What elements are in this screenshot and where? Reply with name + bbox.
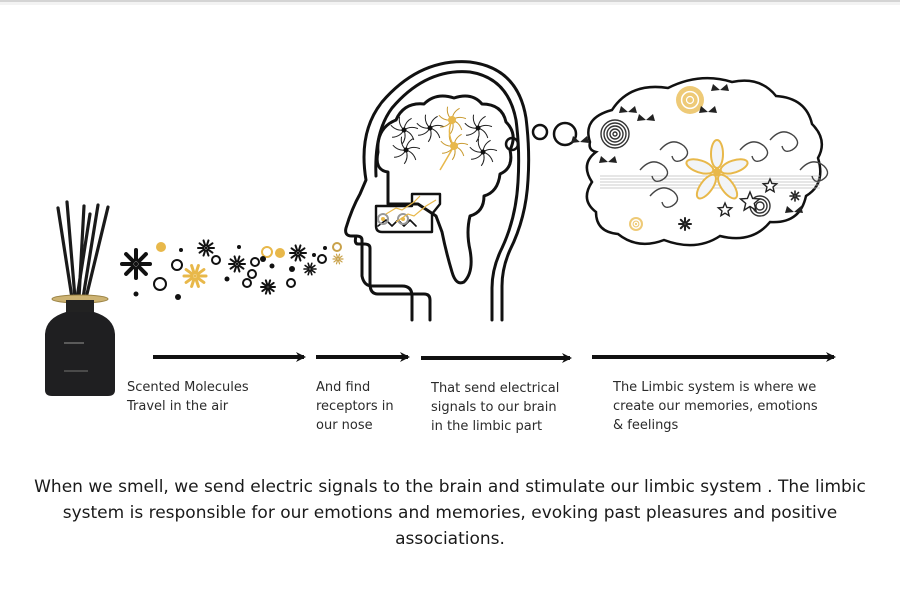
ring-particle: [332, 242, 342, 252]
butterfly: [785, 206, 803, 213]
neuron: [438, 106, 467, 135]
head-outline: [344, 60, 531, 322]
butterfly: [599, 156, 617, 163]
sparkle-particle: [260, 279, 276, 295]
reed-sticks: [56, 200, 110, 300]
swirl: [769, 131, 799, 153]
ring-particle: [317, 254, 327, 264]
spiral-circle: [755, 201, 765, 211]
dot-particle: [175, 294, 181, 300]
nasal-passage: [374, 192, 442, 234]
spiral-circle: [606, 125, 624, 143]
neuron: [392, 136, 421, 165]
gold-spiral: [676, 86, 704, 114]
dot-particle: [156, 242, 166, 252]
step-4-caption: The Limbic system is where we create our…: [613, 380, 818, 433]
olfactory-receptors: [377, 213, 409, 225]
ring-particle: [211, 255, 221, 265]
reed-diffuser-icon: [45, 200, 115, 396]
sparkle-particle: [228, 255, 246, 273]
neuron: [464, 114, 493, 143]
sparkle-particle: [678, 217, 692, 231]
ring-particle: [242, 278, 252, 288]
sparkle-particle: [303, 262, 317, 276]
star-shape: [716, 201, 734, 218]
butterfly: [637, 114, 655, 121]
neuron: [416, 114, 445, 143]
neuron-network: [390, 106, 498, 171]
step-2-caption: And find receptors in our nose: [316, 380, 394, 433]
top-border: [0, 0, 900, 2]
spiral-circle: [609, 128, 621, 140]
ring-particle: [261, 246, 273, 258]
dot-particle: [260, 256, 266, 262]
memory-illustrations: [571, 84, 829, 231]
butterfly: [571, 136, 589, 143]
thought-bubble-small: [531, 123, 549, 141]
sparkle-particle: [332, 253, 344, 265]
brain-outline: [375, 94, 515, 285]
dot-particle: [275, 248, 285, 258]
star-shape: [738, 190, 762, 212]
ring-particle: [247, 269, 257, 279]
process-arrows: [153, 352, 836, 363]
ring-particle: [171, 259, 183, 271]
step-3-caption: That send electrical signals to our brai…: [431, 381, 560, 434]
top-border-shadow: [0, 2, 900, 5]
sparkle-particle: [789, 190, 801, 202]
dot-particle: [133, 291, 139, 297]
neuron: [469, 138, 498, 167]
ring-particle: [250, 257, 260, 267]
ring-particle: [153, 277, 167, 291]
swirl: [739, 141, 769, 163]
dot-particle: [323, 246, 327, 250]
dot-particle: [237, 245, 241, 249]
dot-particle: [179, 248, 183, 252]
butterfly: [711, 84, 729, 91]
swirl: [659, 141, 689, 163]
bottle-body: [45, 312, 115, 396]
spiral-circle: [612, 131, 618, 137]
dot-particle: [289, 266, 295, 272]
ring-particle: [286, 278, 296, 288]
electrical-signals: [385, 195, 437, 223]
spiral-circle: [600, 119, 630, 149]
scent-particles: [120, 239, 344, 300]
sparkle-particle: [182, 264, 208, 288]
head-brain-icon: [344, 60, 531, 322]
step-1-caption: Scented Molecules Travel in the air: [127, 380, 249, 414]
sparkle-particle: [197, 239, 215, 257]
signal-path: [439, 119, 455, 171]
butterfly: [619, 106, 637, 113]
swirl: [639, 161, 669, 183]
dot-particle: [224, 276, 230, 282]
butterfly: [699, 106, 717, 113]
summary-paragraph: When we smell, we send electric signals …: [34, 477, 866, 549]
sparkle-particle: [289, 244, 307, 262]
sparkle-particle: [120, 248, 152, 280]
lily-flower: [685, 139, 749, 200]
dot-particle: [269, 263, 275, 269]
dot-particle: [312, 253, 316, 257]
swirl: [649, 187, 679, 209]
spiral-circle: [603, 122, 627, 146]
thought-bubble-medium: [552, 121, 578, 147]
swirl: [799, 161, 829, 183]
star-shape: [761, 177, 779, 194]
